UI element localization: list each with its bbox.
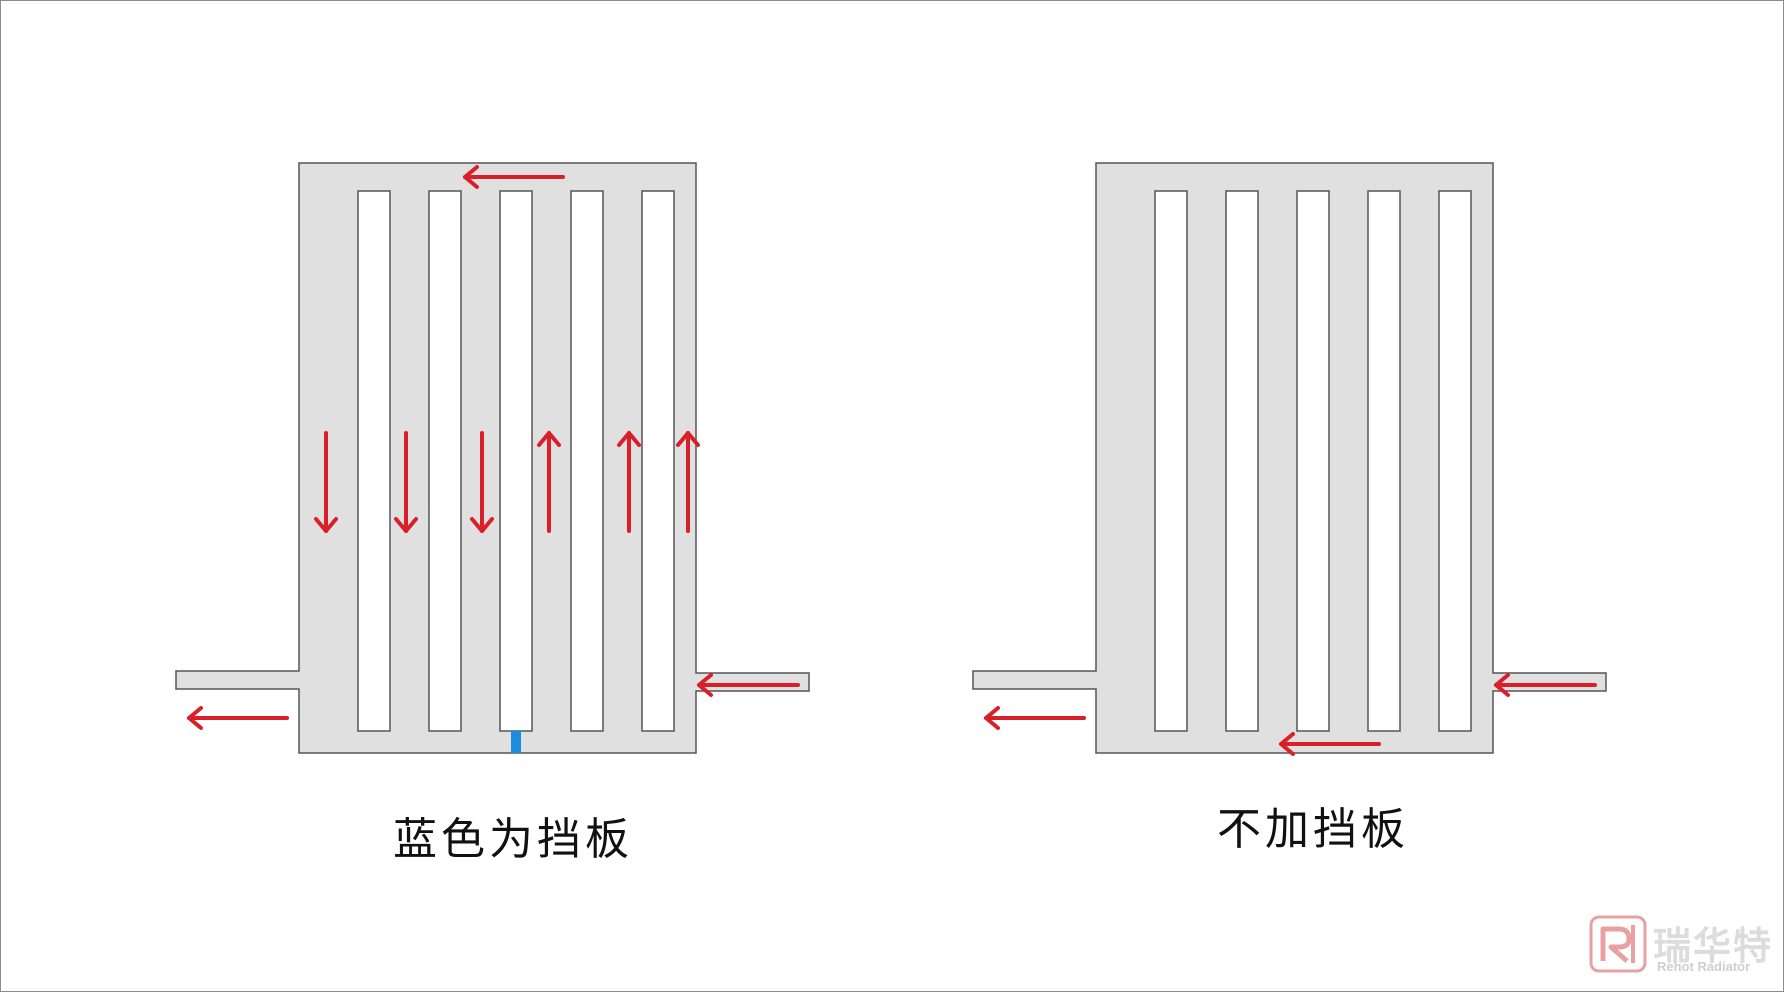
right-arrow-bottom-head: [1279, 732, 1295, 756]
right-arrow-inlet-head: [1494, 673, 1510, 697]
left-slot-1: [357, 190, 391, 732]
left-arrow-down-1-head: [314, 517, 338, 533]
left-radiator-body: [175, 162, 810, 754]
left-arrow-inlet-head: [697, 673, 713, 697]
left-arrow-top-head: [463, 165, 479, 189]
logo-subtitle: Rehot Radiator: [1657, 959, 1751, 974]
right-slot-5: [1438, 190, 1472, 732]
right-slot-2: [1225, 190, 1259, 732]
logo-mark-icon: [1589, 915, 1647, 973]
left-arrow-up-2-head: [617, 431, 641, 447]
left-caption: 蓝色为挡板: [393, 814, 633, 865]
right-slot-3: [1296, 190, 1330, 732]
right-arrow-outlet-head: [984, 706, 1000, 730]
baffle: [511, 731, 521, 753]
left-arrow-down-2-head: [394, 517, 418, 533]
logo-name: 瑞华特: [1653, 924, 1774, 968]
left-slot-2: [428, 190, 462, 732]
brand-logo: 瑞华特 Rehot Radiator: [1589, 915, 1775, 977]
right-caption: 不加挡板: [1217, 804, 1409, 855]
left-arrow-down-3-head: [470, 517, 494, 533]
right-slot-1: [1154, 190, 1188, 732]
left-slot-3: [499, 190, 533, 732]
right-slot-4: [1367, 190, 1401, 732]
left-slot-4: [570, 190, 604, 732]
right-radiator: [972, 162, 1607, 756]
left-arrow-outlet-head: [187, 706, 203, 730]
left-slot-5: [641, 190, 675, 732]
right-radiator-body: [972, 162, 1607, 754]
left-radiator: [175, 162, 810, 754]
left-arrow-up-3-head: [676, 431, 700, 447]
left-arrow-up-1-head: [537, 431, 561, 447]
